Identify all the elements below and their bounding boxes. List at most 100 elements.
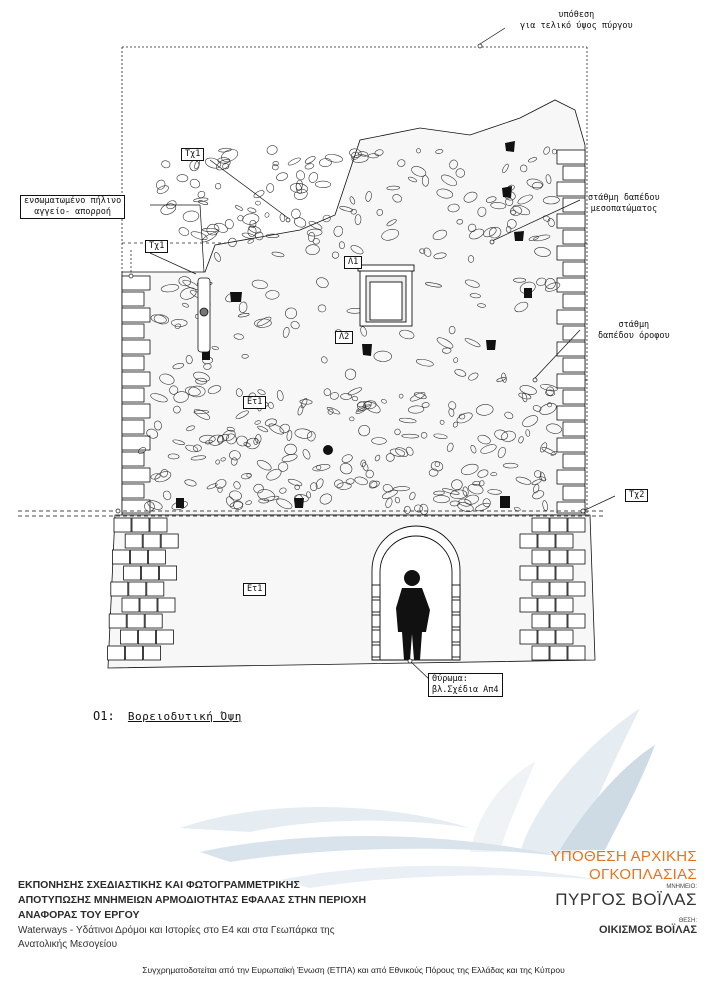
rubble-stone — [502, 163, 509, 174]
rubble-stone — [282, 326, 290, 338]
rubble-stone — [146, 428, 159, 439]
rubble-stone — [154, 471, 172, 483]
rubble-stone — [272, 161, 279, 167]
rubble-stone — [540, 442, 548, 453]
rubble-stone — [434, 461, 440, 467]
ashlar-block — [549, 581, 568, 597]
rubble-stone — [249, 219, 257, 228]
rubble-stone — [188, 385, 206, 398]
rubble-stone — [323, 388, 331, 396]
rubble-stone — [266, 145, 278, 155]
rubble-stone — [395, 447, 409, 457]
rubble-stone — [294, 484, 300, 490]
rubble-stone — [247, 207, 257, 213]
rubble-stone — [214, 222, 228, 233]
ashlar-block — [549, 517, 568, 533]
ashlar-block — [157, 597, 176, 613]
rubble-stone — [229, 450, 241, 461]
ashlar-block — [141, 565, 160, 581]
rubble-stone — [193, 371, 210, 382]
rubble-stone — [180, 287, 197, 300]
rubble-stone — [329, 392, 339, 400]
rubble-stone — [222, 429, 236, 442]
monument-name: ΠΥΡΓΟΣ ΒΟΪΛΑΣ — [555, 890, 697, 909]
rubble-stone — [409, 491, 416, 501]
rubble-stone — [304, 163, 315, 170]
rubble-stone — [539, 403, 557, 415]
rubble-stone — [421, 402, 430, 408]
ashlar-block — [537, 565, 556, 581]
ashlar-block — [549, 645, 568, 661]
label-floor-mezzanine: στάθμη δαπέδου μεσοπατώματος — [588, 193, 660, 215]
rubble-stone — [544, 278, 556, 290]
rubble-stone — [455, 168, 465, 178]
ashlar-block — [531, 549, 550, 565]
rubble-stone — [193, 197, 209, 203]
rubble-stone — [362, 462, 369, 472]
rubble-stone — [162, 490, 172, 501]
ashlar-block — [549, 549, 568, 565]
rubble-stone — [392, 194, 402, 203]
rubble-stone — [304, 156, 316, 164]
ashlar-block — [567, 645, 586, 661]
rubble-stone — [286, 430, 293, 441]
rubble-stone — [256, 460, 272, 471]
rubble-stone — [539, 476, 547, 481]
rubble-stone — [355, 407, 367, 414]
rubble-stone — [315, 478, 324, 489]
rubble-stone — [322, 214, 331, 223]
rubble-stone — [264, 418, 277, 427]
rubble-stone — [463, 191, 478, 203]
rubble-stone — [220, 457, 226, 462]
rubble-stone — [190, 231, 208, 241]
label-floor-upper-line1: στάθμη — [618, 320, 650, 330]
rubble-stone — [206, 483, 218, 490]
ashlar-block — [519, 565, 538, 581]
label-embedded-pipe: ενσωματωμένο πήλινο αγγείο- απορροή — [20, 195, 126, 219]
rubble-stone — [279, 213, 286, 222]
rubble-stone — [398, 417, 417, 424]
ashlar-block — [128, 581, 147, 597]
rubble-stone — [241, 232, 256, 239]
rubble-stone — [167, 453, 180, 460]
rubble-stone — [161, 160, 171, 169]
rubble-stone — [532, 490, 545, 500]
rubble-stone — [156, 185, 169, 194]
rubble-stone — [518, 392, 532, 400]
rubble-stone — [454, 369, 467, 377]
rubble-stone — [483, 227, 497, 238]
rubble-stone — [156, 179, 166, 190]
ashlar-block — [131, 517, 150, 533]
rubble-stone — [496, 377, 506, 382]
rubble-stone — [197, 190, 206, 199]
ashlar-block — [537, 629, 556, 645]
funding-footer: Συγχρηματοδοτείται από την Ευρωπαϊκή Ένω… — [142, 965, 565, 975]
ashlar-block — [567, 517, 586, 533]
rubble-stone — [235, 410, 249, 419]
rubble-stone — [350, 208, 357, 215]
rubble-stone — [234, 205, 244, 211]
rubble-stone — [510, 206, 522, 216]
rubble-stone — [224, 219, 234, 230]
rubble-stone — [218, 147, 232, 153]
rubble-stone — [457, 502, 474, 512]
rubble-stone — [487, 489, 502, 495]
rubble-stone — [545, 386, 555, 396]
ashlar-block — [537, 533, 556, 549]
rubble-stone — [363, 400, 377, 410]
rubble-stone — [513, 277, 526, 283]
rubble-stone — [518, 436, 524, 444]
rubble-stone — [319, 493, 333, 505]
caption-colon: : — [107, 709, 115, 723]
rubble-stone — [166, 200, 177, 210]
rubble-stone — [169, 385, 179, 395]
rubble-stone — [297, 405, 304, 416]
rubble-stone — [464, 279, 480, 288]
rubble-stone — [233, 500, 243, 510]
ashlar-block — [567, 581, 586, 597]
drawing-title: Βορειοδυτική Όψη — [127, 710, 242, 723]
rubble-stone — [547, 402, 553, 408]
rubble-stone — [310, 482, 318, 491]
title-block-right: ΥΠΟΘΕΣΗ ΑΡΧΙΚΗΣ ΟΓΚΟΠΛΑΣΙΑΣ ΜΝΗΜΕΙΟ: ΠΥΡ… — [551, 848, 697, 936]
rubble-stone — [475, 502, 491, 512]
